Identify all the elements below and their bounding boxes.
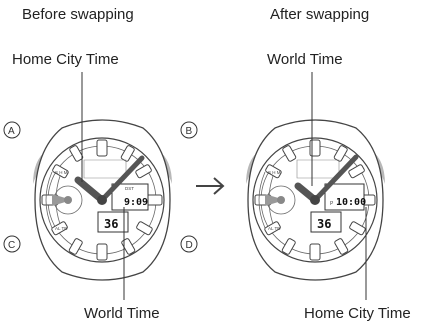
watch-bezel	[39, 137, 165, 263]
minute-hand-before	[99, 155, 145, 203]
svg-text:A: A	[8, 126, 15, 137]
day-display-before: 36	[104, 217, 118, 231]
svg-text:C: C	[8, 240, 15, 251]
watch-before: S H M AL TR DST 9:09 36	[33, 119, 172, 281]
hands-before	[74, 155, 145, 205]
subdial-left: S H M AL TR	[45, 170, 83, 231]
subdial-pointer-left	[52, 194, 72, 206]
svg-text:AL TR: AL TR	[268, 226, 281, 231]
minute-hand-after	[312, 154, 359, 203]
svg-text:S H M: S H M	[55, 170, 68, 175]
day-display-after: 36	[317, 217, 331, 231]
pm-indicator: P	[330, 201, 334, 207]
subdial-left-after: S H M AL TR	[258, 170, 296, 231]
watch-after: S H M AL TR P 10:00 36	[246, 119, 385, 281]
before-heading: Before swapping	[22, 6, 134, 23]
callout-before-bottom: World Time	[84, 305, 160, 322]
svg-text:S H M: S H M	[268, 170, 281, 175]
svg-text:B: B	[186, 126, 193, 137]
svg-text:AL TR: AL TR	[55, 226, 68, 231]
callout-after-bottom: Home City Time	[304, 305, 411, 322]
day-window-after: 36	[310, 211, 342, 233]
after-heading: After swapping	[270, 6, 369, 23]
swap-arrow	[196, 177, 225, 195]
hour-hand-before	[74, 176, 106, 204]
callout-before-top: Home City Time	[12, 51, 119, 68]
watch-bezel-after	[252, 137, 378, 263]
button-d-label: D	[180, 235, 198, 253]
digital-time-after: 10:00	[336, 197, 366, 208]
svg-text:D: D	[186, 240, 193, 251]
digital-window-before: DST 9:09	[111, 183, 149, 211]
button-c-label: C	[3, 235, 21, 253]
button-a-label: A	[3, 121, 21, 139]
subdial-pointer-left-after	[265, 194, 285, 206]
digital-window-after: P 10:00	[324, 183, 366, 211]
hands-after	[294, 154, 359, 205]
hour-indices-after	[254, 139, 376, 261]
digital-time-before: 9:09	[124, 197, 148, 208]
callout-after-top: World Time	[267, 51, 343, 68]
dst-indicator: DST	[125, 186, 134, 191]
day-window-before: 36	[97, 211, 129, 233]
button-b-label: B	[180, 121, 198, 139]
